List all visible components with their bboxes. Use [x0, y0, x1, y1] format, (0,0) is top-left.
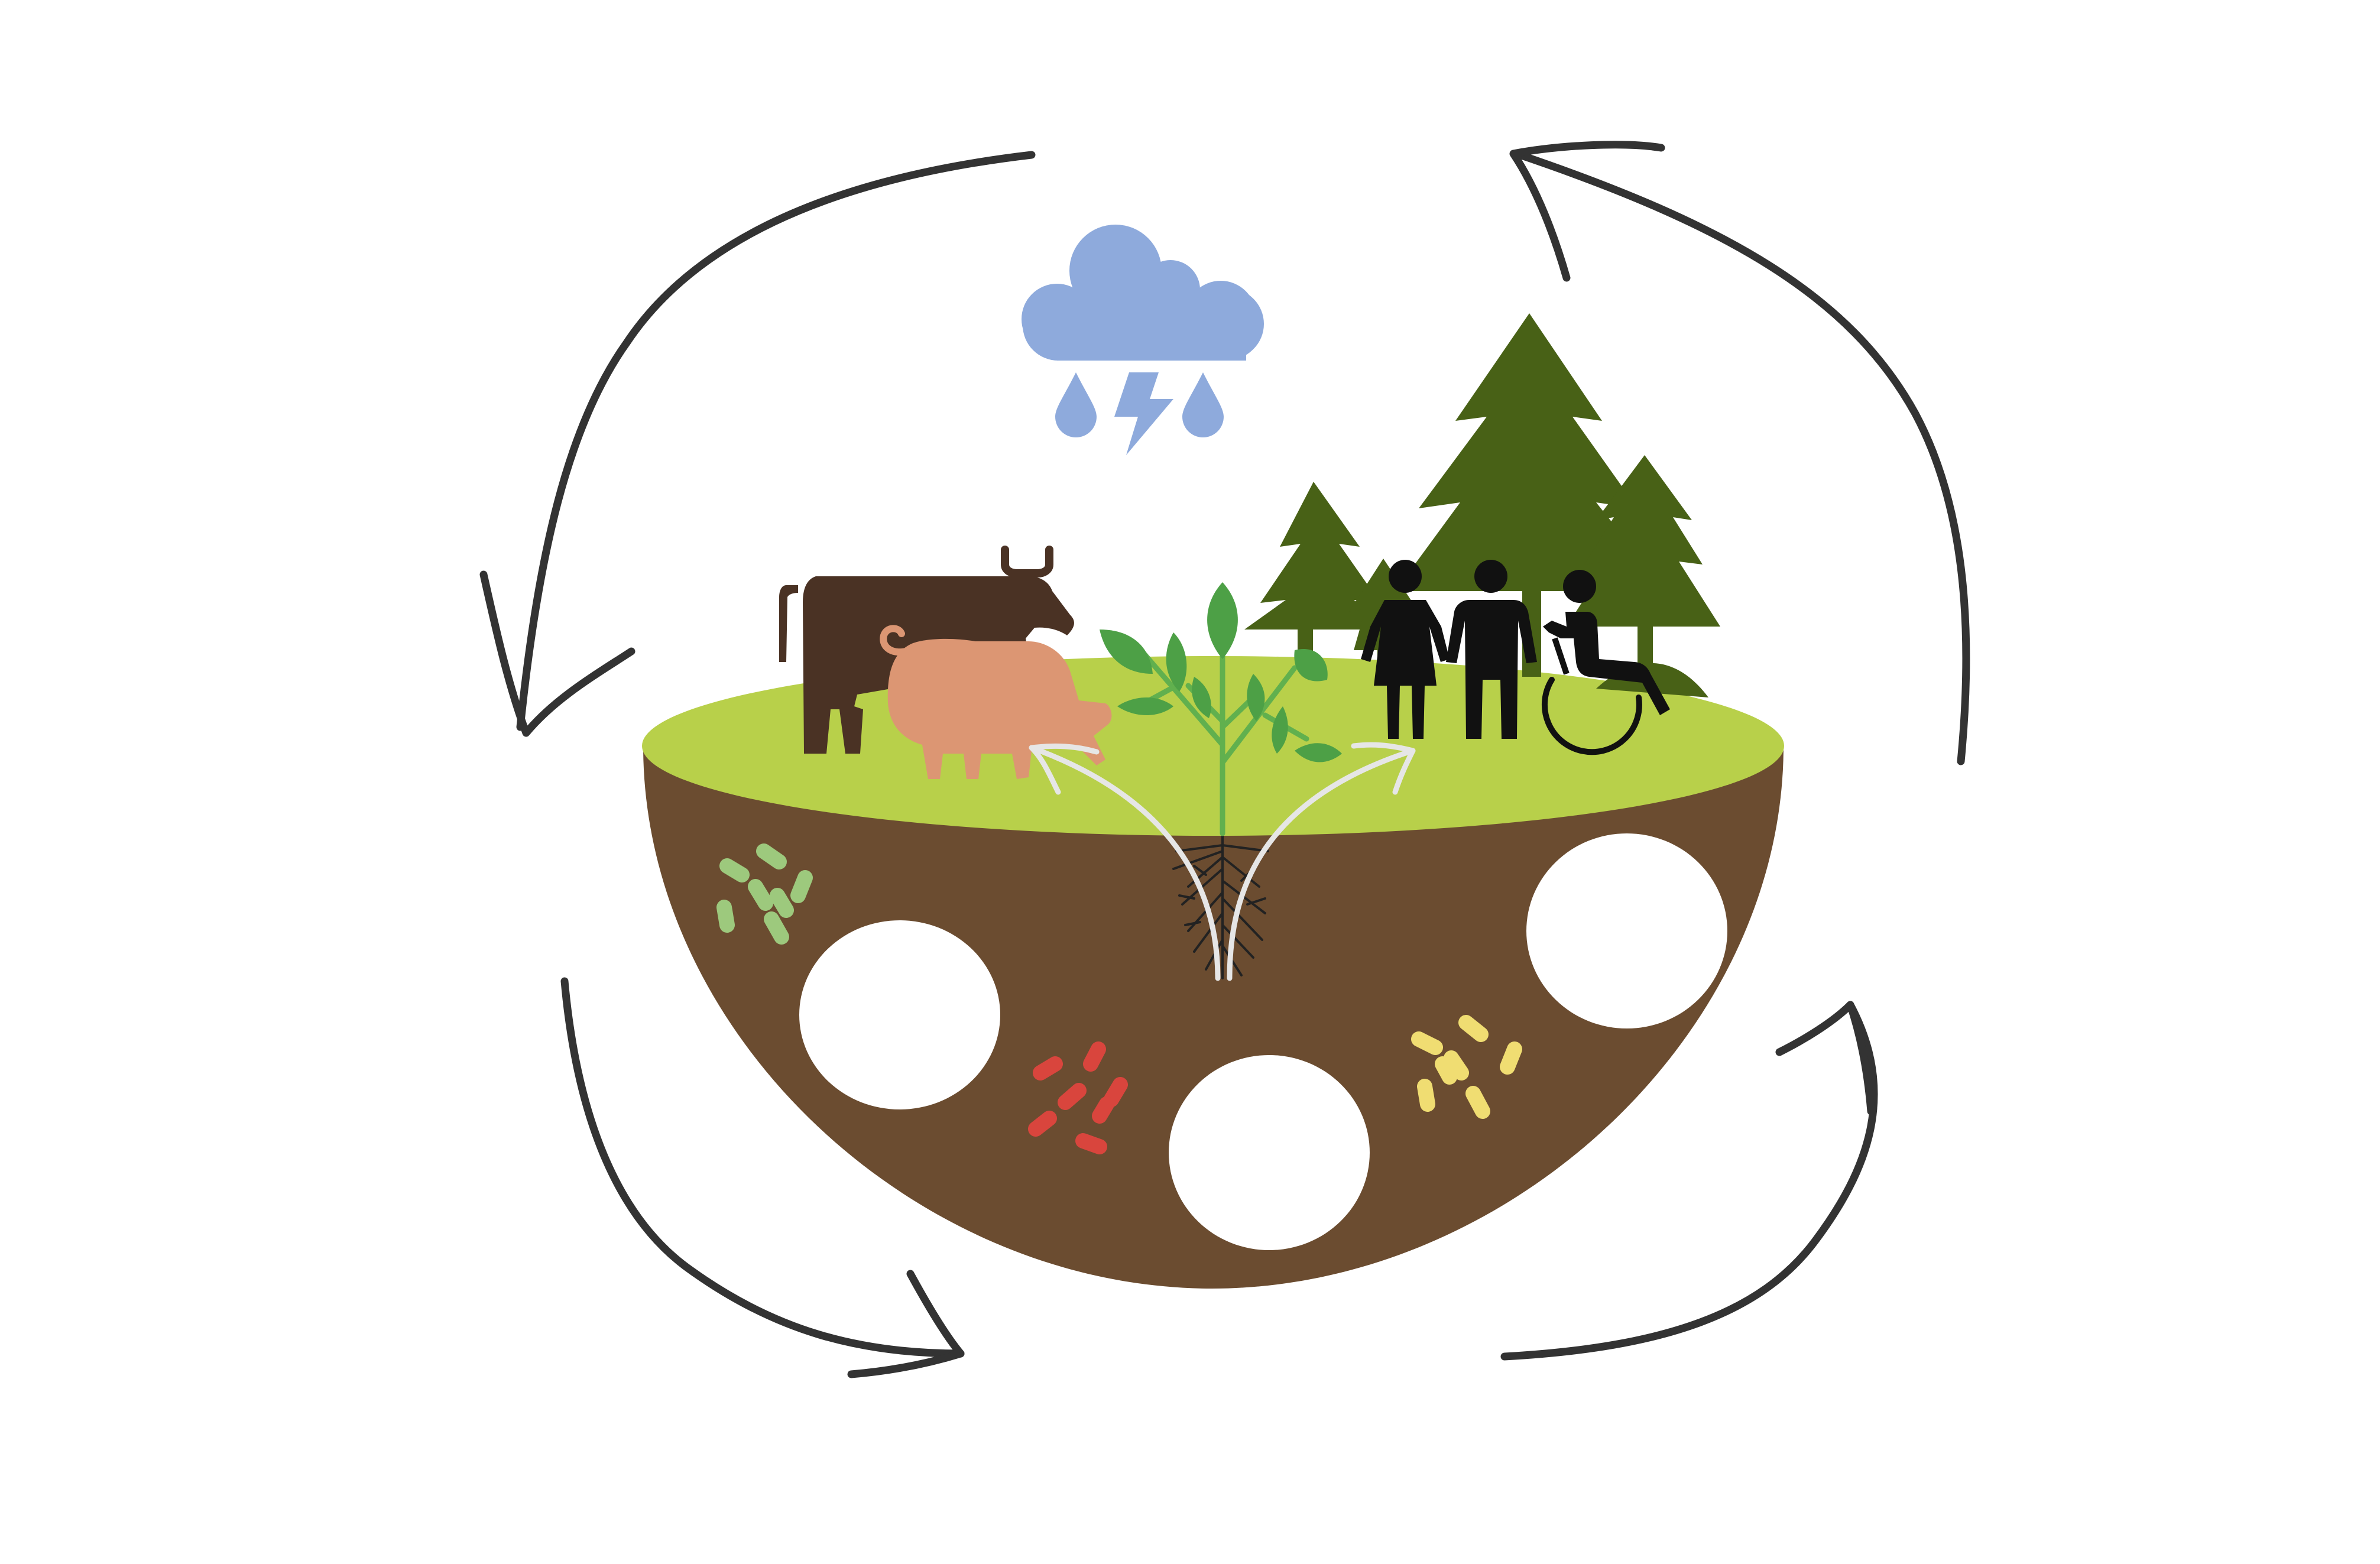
- soil-pore: [1526, 833, 1727, 1028]
- raindrop-icon: [1182, 372, 1224, 437]
- raindrop-icon: [1055, 372, 1097, 437]
- soil-pore: [799, 920, 1000, 1109]
- lightning-icon: [1114, 372, 1173, 455]
- soil-pore: [1169, 1055, 1370, 1250]
- rain-cloud-icon: [1022, 225, 1264, 361]
